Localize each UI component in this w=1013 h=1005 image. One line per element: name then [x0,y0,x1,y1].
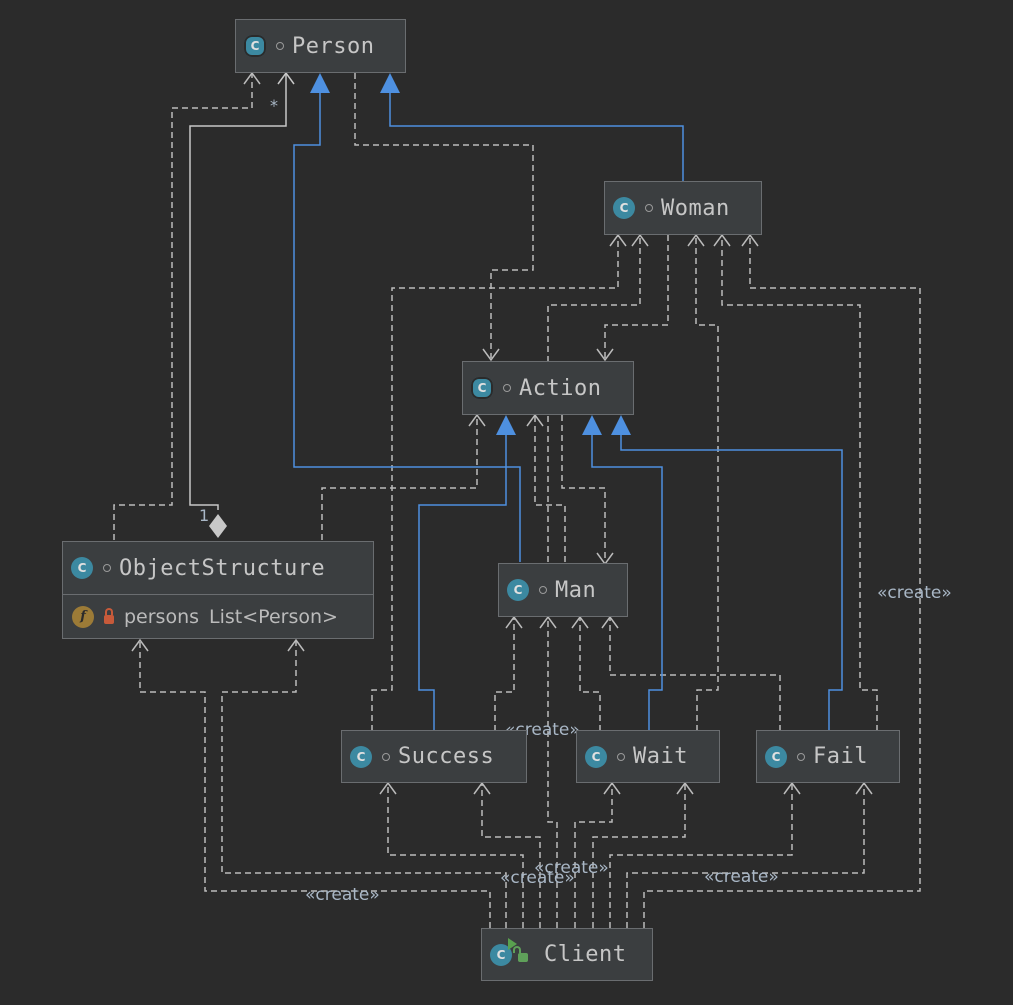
edge-woman-action [604,235,669,358]
class-node-objectstructure[interactable]: C ObjectStructure f persons List<Person> [62,541,374,639]
class-icon: C [71,557,93,579]
package-visibility-icon [503,384,511,392]
edge-client-wait-2 [592,783,686,928]
class-abstract-icon: C [471,377,493,399]
inheritance-arrowheads [310,73,631,435]
edge-client-objectstructure-2 [221,640,507,928]
edge-client-wait-1 [574,783,613,928]
class-name: Fail [813,744,868,769]
create-label-client-center-2: «create» [500,868,575,888]
class-node-action[interactable]: C Action [462,361,634,415]
edge-success-man [494,617,515,731]
edge-wait-extends-action [591,434,663,731]
field-type: List<Person> [209,605,338,628]
field-icon: f [72,605,94,628]
edge-man-woman [547,235,641,562]
class-name: Wait [633,744,688,769]
edge-objectstructure-person [113,73,253,540]
private-lock-icon [104,608,114,624]
package-visibility-icon [645,204,653,212]
class-node-client[interactable]: C Client [481,928,653,981]
class-abstract-icon: C [244,35,266,57]
class-name: Woman [661,195,730,221]
edge-client-fail-1 [609,783,793,928]
class-name: ObjectStructure [119,555,326,581]
class-node-person[interactable]: C Person [235,19,406,73]
field-row-persons[interactable]: f persons List<Person> [63,594,373,638]
dependency-edges [113,73,921,928]
create-label-fail-woman: «create» [877,583,952,603]
edge-fail-woman [721,235,878,731]
class-name: Success [398,744,495,769]
class-node-man[interactable]: C Man [498,563,628,617]
edge-client-objectstructure-1 [139,640,491,928]
field-name: persons [124,605,200,628]
edge-success-extends-action [418,434,507,731]
class-name: Client [544,942,627,967]
class-node-success[interactable]: C Success [341,730,527,783]
composition-diamond [209,514,227,538]
edge-wait-woman [695,235,719,731]
class-node-fail[interactable]: C Fail [756,730,900,783]
multiplicity-one-label: 1 [199,506,210,525]
class-name: Person [292,33,375,59]
package-visibility-icon [103,564,111,572]
edge-fail-extends-action [620,434,843,731]
edge-woman-extends-person [389,92,684,181]
edge-client-fail-2 [626,783,865,928]
multiplicity-many-label: * [270,96,278,115]
create-label-client-center-1: «create» [534,858,609,878]
edge-client-man [547,617,558,928]
class-name: Man [555,577,597,603]
class-icon: C [765,745,787,768]
edge-client-woman [643,235,921,928]
edge-wait-man-1 [579,617,601,731]
package-visibility-icon [382,752,390,761]
class-icon: C [613,197,635,219]
edge-objectstructure-action [321,415,478,540]
edge-client-success-1 [387,783,524,928]
class-icon: C [507,579,529,601]
edge-man-action [534,415,566,562]
class-node-woman[interactable]: C Woman [604,181,762,235]
create-label-client-right: «create» [704,867,779,887]
association-edge [189,71,295,510]
edge-action-man [561,415,606,562]
class-node-wait[interactable]: C Wait [576,730,720,783]
edge-man-extends-person [293,92,521,562]
public-unlock-icon [513,946,528,962]
run-badge-icon [508,937,517,950]
package-visibility-icon [797,752,805,761]
package-visibility-icon [539,586,547,594]
create-label-client-left: «create» [305,885,380,905]
class-icon: C [350,745,372,768]
package-visibility-icon [617,752,625,761]
class-runnable-icon: C [490,937,517,966]
edge-fail-man [609,617,781,731]
edge-success-woman [371,235,619,731]
edge-person-action [354,73,534,358]
edge-client-success-2 [481,783,541,928]
class-icon: C [585,745,607,768]
class-name: Action [519,375,602,401]
package-visibility-icon [276,42,284,50]
inheritance-edges [293,92,843,731]
